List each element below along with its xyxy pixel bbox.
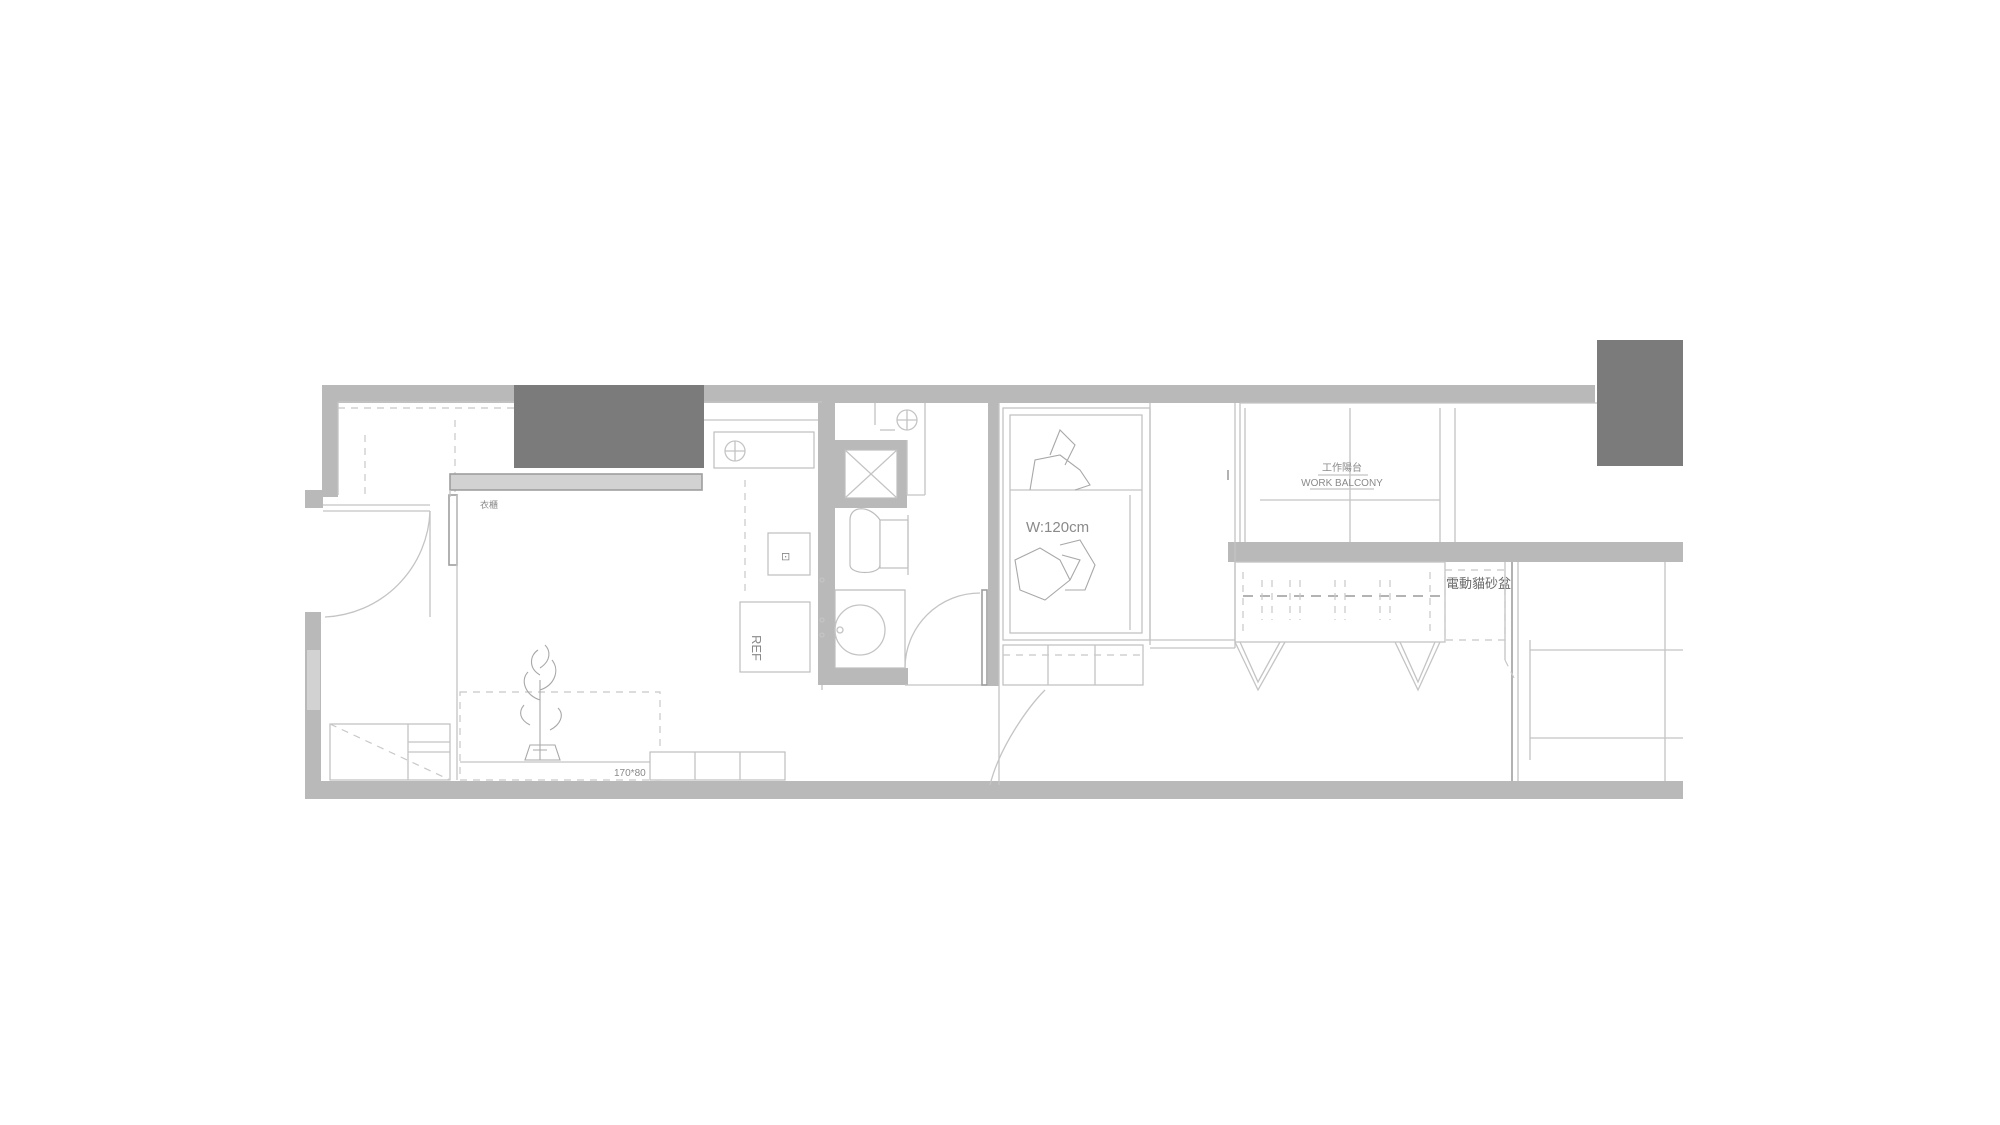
living-kitchen-area: 衣櫃 ⊡ REF 170*80	[449, 401, 823, 781]
bench	[649, 751, 786, 781]
bottom-wall	[305, 781, 1683, 799]
support-right	[1394, 641, 1441, 692]
structural-column-left	[514, 385, 704, 468]
work-balcony-label-cn: 工作陽台	[1322, 461, 1362, 474]
bath-wall-bottom	[818, 668, 908, 685]
litter-box-label: 電動貓砂盆	[1446, 577, 1511, 592]
kitchen-sink	[767, 532, 811, 576]
entry-area	[307, 401, 514, 781]
cushion-sketch	[1014, 547, 1071, 601]
top-wall	[322, 385, 1595, 403]
support-left	[1234, 641, 1286, 692]
pillow-sketch	[1029, 454, 1091, 491]
dining-table-outline	[459, 691, 661, 781]
cat-storage-area: 電動貓砂盆	[1234, 561, 1683, 781]
balcony-wall	[1228, 542, 1683, 562]
bedroom-wall-left	[988, 403, 999, 686]
table-dimension: 170*80	[614, 768, 646, 779]
bedroom: W:120cm	[988, 403, 1241, 786]
cat-shelf	[1234, 561, 1446, 643]
entry-door-frame	[448, 494, 458, 566]
structural-column-right	[1597, 340, 1683, 466]
kitchen-hob	[713, 431, 815, 469]
refrigerator-label: REF	[749, 635, 764, 661]
toilet	[849, 508, 909, 575]
wardrobe-note: 衣櫃	[480, 499, 498, 510]
bed-width-label: W:120cm	[1026, 519, 1089, 536]
left-wall-notch	[305, 490, 323, 508]
work-balcony-label-en: WORK BALCONY	[1301, 478, 1383, 489]
bath-wall-left	[818, 403, 835, 685]
basin	[834, 604, 886, 656]
left-wall-upper	[322, 385, 338, 497]
plant-sketch	[520, 644, 562, 761]
kitchen-counter-hatch	[450, 474, 702, 490]
work-balcony: 工作陽台 WORK BALCONY	[1240, 402, 1597, 542]
bathroom	[818, 403, 990, 686]
refrigerator	[739, 601, 811, 673]
svg-text:⊡: ⊡	[781, 551, 790, 563]
bedroom-cabinet	[1002, 644, 1144, 686]
vanity	[834, 589, 906, 669]
wall-hatch-left	[307, 650, 320, 710]
